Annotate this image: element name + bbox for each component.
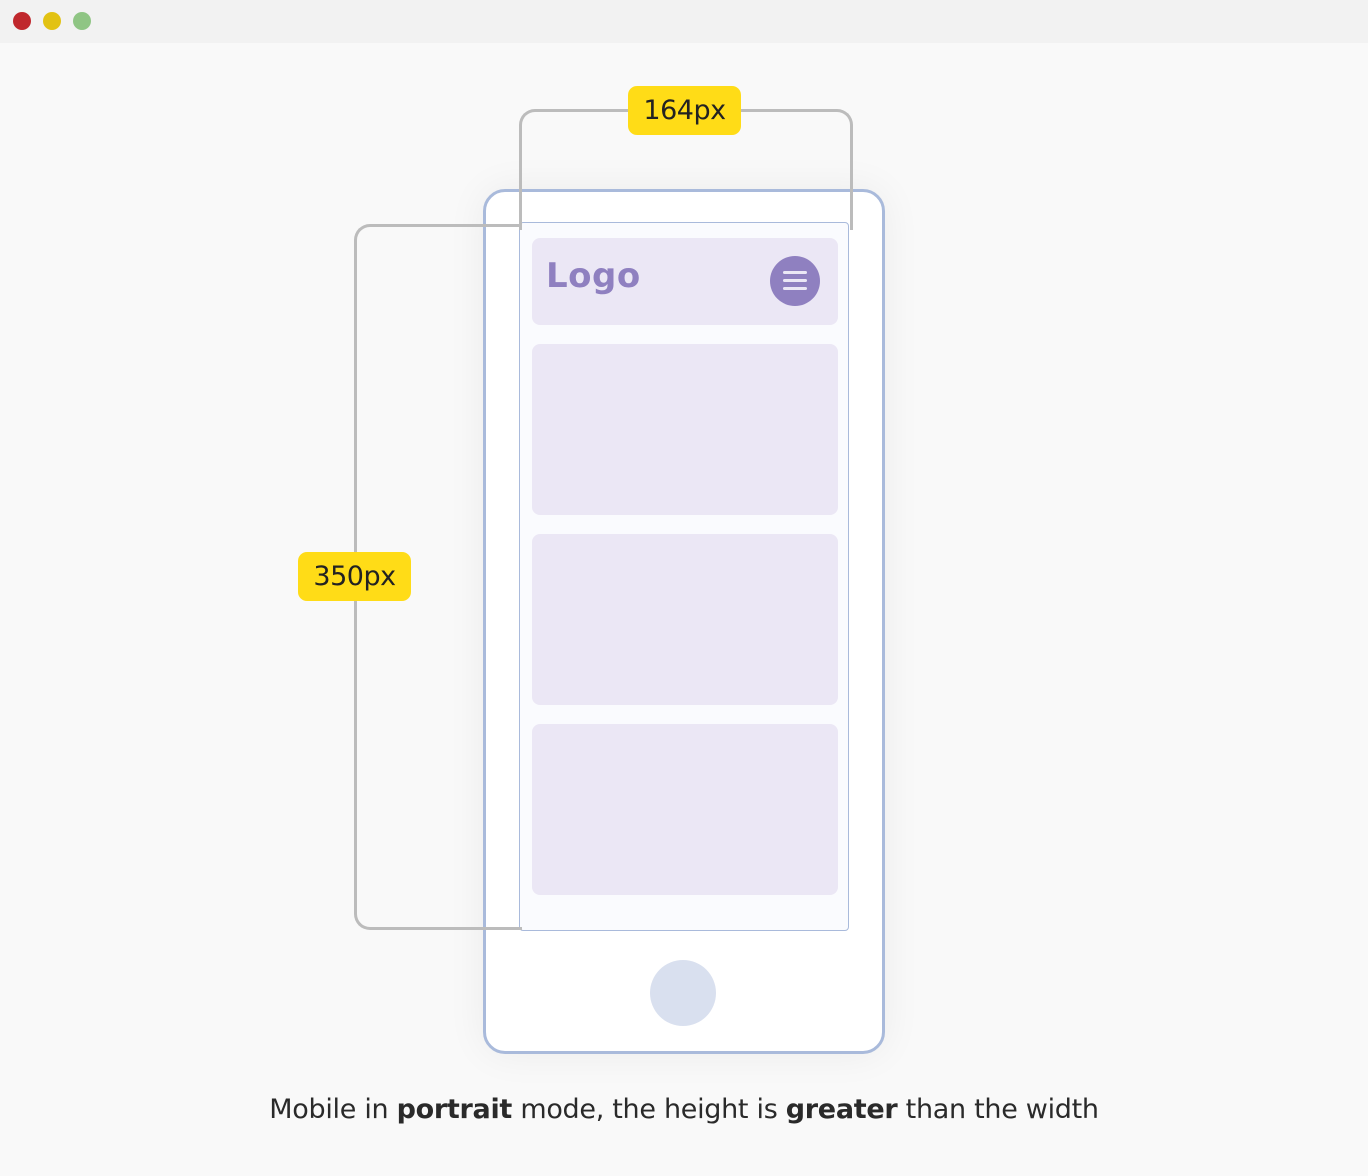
maximize-window-icon[interactable] <box>73 12 91 30</box>
hamburger-menu-icon <box>783 271 807 274</box>
window-titlebar <box>0 0 1368 43</box>
width-label: 164px <box>628 86 741 135</box>
caption-text: than the width <box>897 1094 1099 1125</box>
content-block-3 <box>532 724 838 895</box>
minimize-window-icon[interactable] <box>43 12 61 30</box>
hamburger-bar <box>783 287 807 290</box>
caption: Mobile in portrait mode, the height is g… <box>0 1094 1368 1125</box>
close-window-icon[interactable] <box>13 12 31 30</box>
height-label: 350px <box>298 552 411 601</box>
hamburger-menu-button[interactable] <box>770 256 820 306</box>
logo: Logo <box>546 256 641 296</box>
caption-text: Mobile in <box>269 1094 397 1125</box>
home-button[interactable] <box>650 960 716 1026</box>
content-block-2 <box>532 534 838 705</box>
content-block-1 <box>532 344 838 515</box>
caption-text: mode, the height is <box>512 1094 786 1125</box>
mobile-header: Logo <box>532 238 838 325</box>
caption-bold-portrait: portrait <box>396 1094 513 1125</box>
caption-bold-greater: greater <box>785 1094 898 1125</box>
hamburger-bar <box>783 279 807 282</box>
